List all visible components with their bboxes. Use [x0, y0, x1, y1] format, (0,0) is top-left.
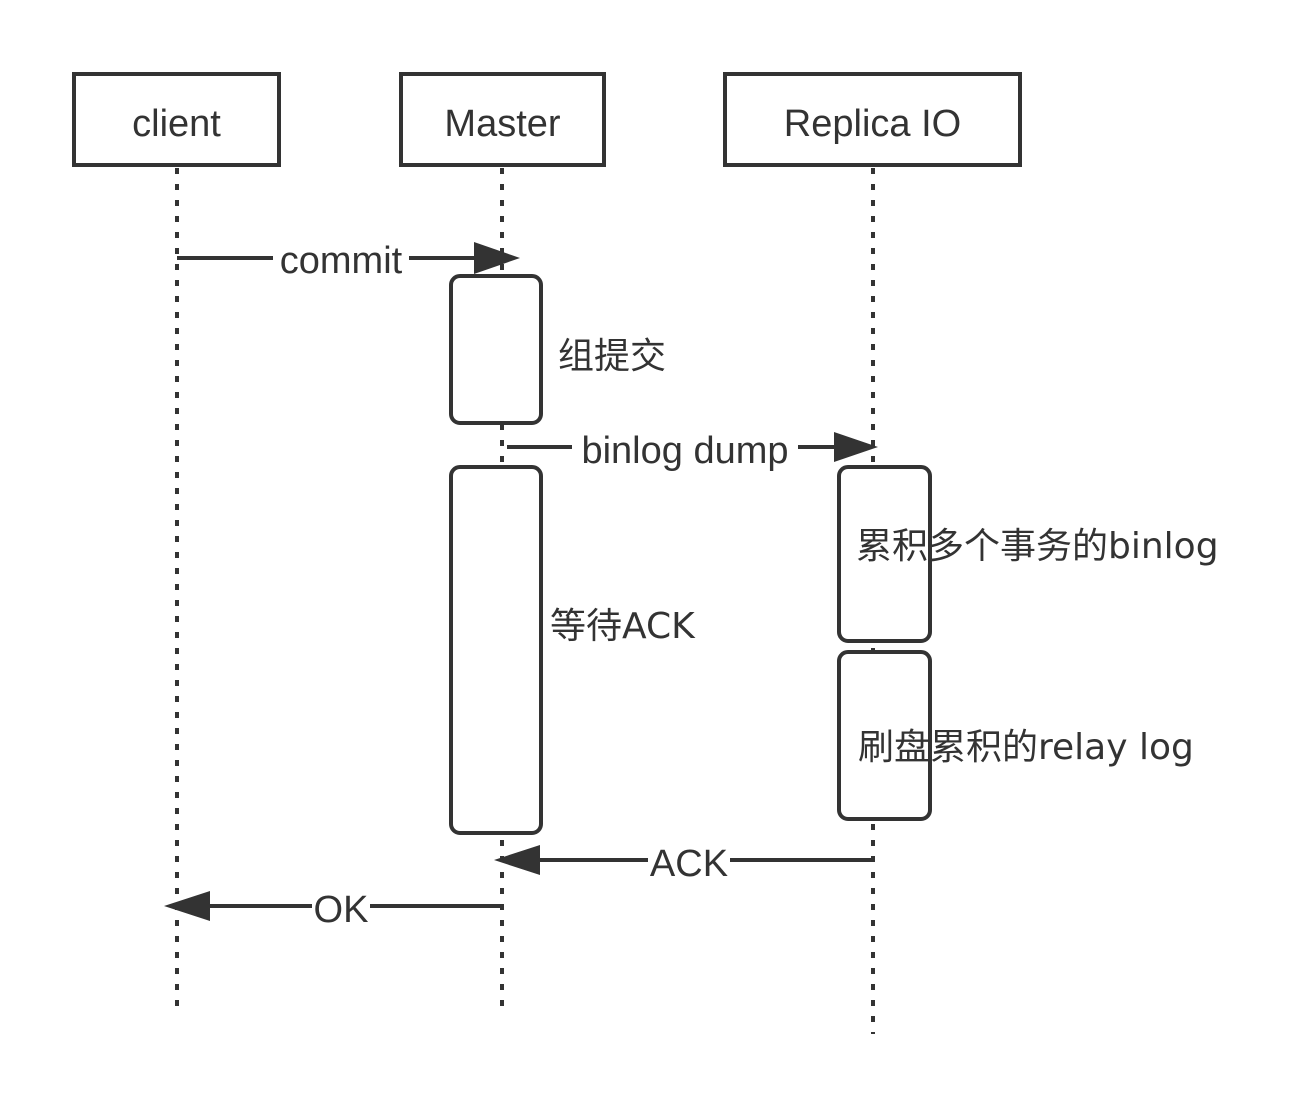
actor-replica-io: Replica IO [723, 72, 1022, 167]
message-ok-label: OK [314, 889, 369, 931]
actor-master-label: Master [444, 103, 560, 145]
arrow-left-icon [164, 891, 210, 921]
note-accumulate-binlog: 累积多个事务的binlog [856, 526, 1219, 567]
actor-client: client [72, 72, 281, 167]
message-ok: OK [164, 886, 502, 931]
actor-replica-io-label: Replica IO [784, 103, 961, 145]
master-group-commit-activation [449, 274, 543, 425]
master-wait-ack-activation [449, 465, 543, 835]
actor-client-label: client [132, 103, 221, 145]
actor-master: Master [399, 72, 606, 167]
message-commit: commit [177, 238, 520, 282]
replica-flush-activation [837, 650, 932, 821]
arrow-right-icon [834, 432, 878, 462]
note-wait-ack: 等待ACK [550, 606, 696, 647]
message-binlog-dump-label: binlog dump [581, 430, 788, 472]
note-group-commit: 组提交 [558, 336, 666, 377]
arrow-right-icon [474, 242, 520, 274]
message-ack-label: ACK [650, 843, 728, 885]
replica-accumulate-activation [837, 465, 932, 643]
message-ack: ACK [494, 840, 873, 885]
note-flush-relay-log: 刷盘累积的relay log [858, 727, 1194, 768]
arrow-left-icon [494, 845, 540, 875]
message-binlog-dump: binlog dump [507, 427, 878, 472]
message-commit-label: commit [280, 240, 403, 282]
